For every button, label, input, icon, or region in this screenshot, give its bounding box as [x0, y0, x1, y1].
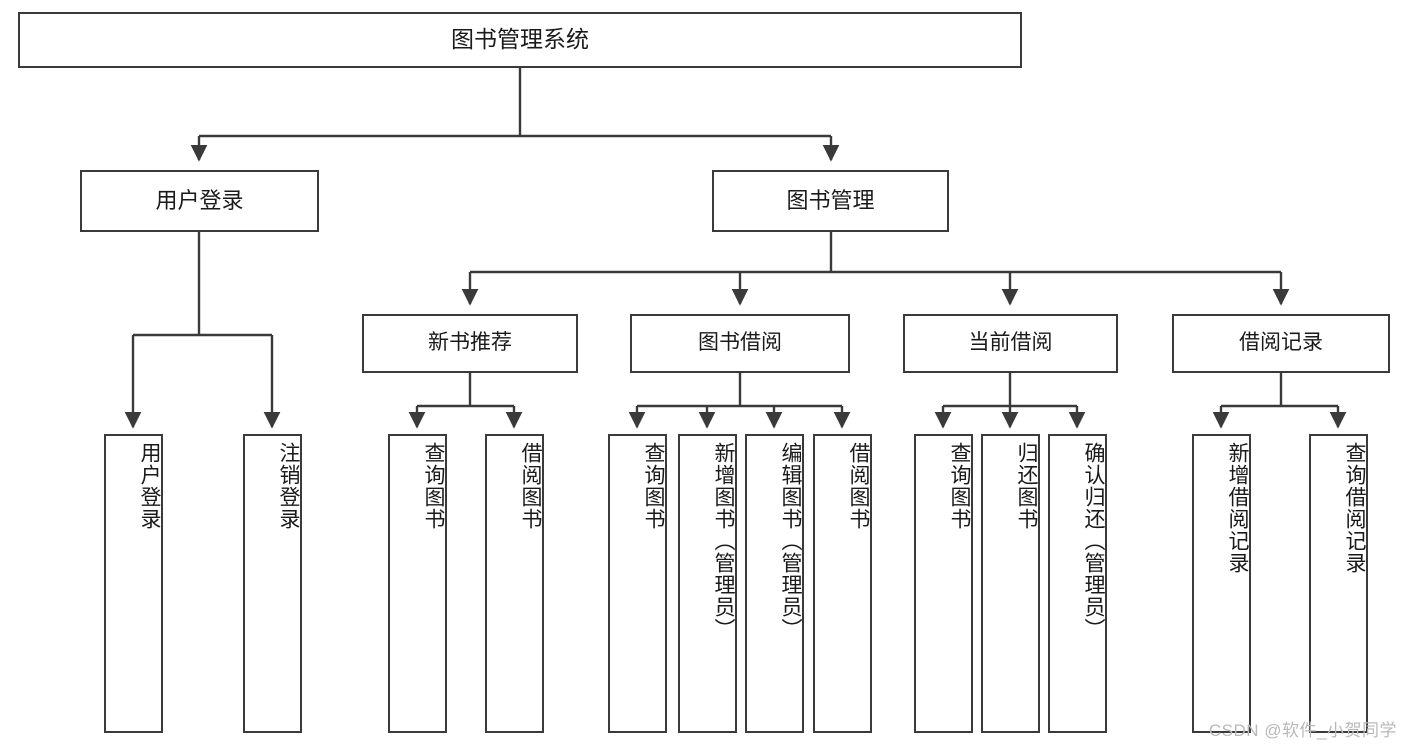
leaf-query-books-current[interactable]: 查询图书	[914, 434, 973, 733]
node-root[interactable]: 图书管理系统	[18, 12, 1022, 68]
node-book-management-label: 图书管理	[786, 188, 875, 214]
node-borrowing-records-label: 借阅记录	[1239, 331, 1323, 355]
node-root-label: 图书管理系统	[451, 26, 589, 53]
leaf-query-books-borrowing-label: 查询图书	[642, 442, 665, 530]
node-borrowing-records[interactable]: 借阅记录	[1172, 314, 1390, 373]
node-book-borrowing-label: 图书借阅	[698, 331, 782, 355]
leaf-edit-book-admin-label: 编辑图书（管理员）	[779, 442, 802, 640]
watermark: CSDN @软件_小贺同学	[1208, 721, 1397, 740]
leaf-return-books-label: 归还图书	[1015, 442, 1038, 530]
node-user-login[interactable]: 用户登录	[80, 170, 319, 232]
leaf-query-books-borrowing[interactable]: 查询图书	[608, 434, 667, 733]
leaf-add-borrowing-record-label: 新增借阅记录	[1226, 442, 1249, 574]
leaf-query-books-recommendation-label: 查询图书	[422, 442, 445, 530]
leaf-borrow-books-recommendation[interactable]: 借阅图书	[485, 434, 544, 733]
leaf-user-login[interactable]: 用户登录	[104, 434, 163, 733]
leaf-query-borrowing-record-label: 查询借阅记录	[1343, 442, 1366, 574]
leaf-add-book-admin-label: 新增图书（管理员）	[712, 442, 735, 640]
node-current-borrowing-label: 当前借阅	[968, 331, 1053, 355]
leaf-return-books[interactable]: 归还图书	[981, 434, 1040, 733]
node-book-borrowing[interactable]: 图书借阅	[630, 314, 850, 373]
leaf-user-login-label: 用户登录	[138, 442, 161, 530]
node-user-login-label: 用户登录	[155, 188, 244, 214]
leaf-add-book-admin[interactable]: 新增图书（管理员）	[678, 434, 737, 733]
leaf-borrow-books-borrowing-label: 借阅图书	[847, 442, 870, 530]
node-new-book-recommendation[interactable]: 新书推荐	[362, 314, 578, 373]
leaf-logout-label: 注销登录	[277, 442, 300, 530]
leaf-add-borrowing-record[interactable]: 新增借阅记录	[1192, 434, 1251, 733]
leaf-confirm-return-admin[interactable]: 确认归还（管理员）	[1048, 434, 1107, 733]
leaf-confirm-return-admin-label: 确认归还（管理员）	[1082, 442, 1105, 640]
leaf-query-borrowing-record[interactable]: 查询借阅记录	[1309, 434, 1368, 733]
node-book-management[interactable]: 图书管理	[712, 170, 949, 232]
leaf-logout[interactable]: 注销登录	[243, 434, 302, 733]
node-current-borrowing[interactable]: 当前借阅	[903, 314, 1118, 373]
leaf-edit-book-admin[interactable]: 编辑图书（管理员）	[745, 434, 804, 733]
leaf-query-books-recommendation[interactable]: 查询图书	[388, 434, 447, 733]
leaf-borrow-books-recommendation-label: 借阅图书	[519, 442, 542, 530]
leaf-query-books-current-label: 查询图书	[948, 442, 971, 530]
node-new-book-recommendation-label: 新书推荐	[428, 331, 512, 355]
leaf-borrow-books-borrowing[interactable]: 借阅图书	[813, 434, 872, 733]
